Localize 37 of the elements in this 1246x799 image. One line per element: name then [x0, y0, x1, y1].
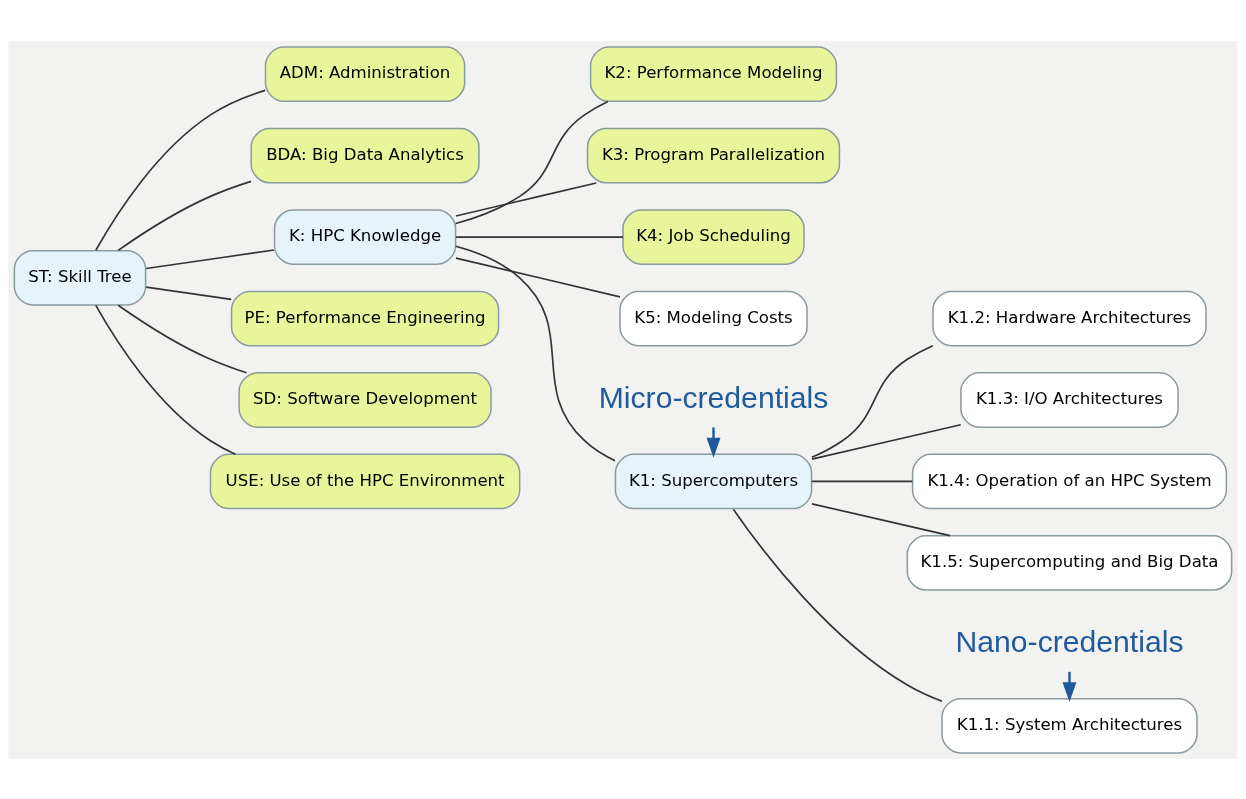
connector — [732, 507, 943, 702]
connector — [117, 180, 252, 251]
node-box: K1.1: System Architectures — [941, 697, 1198, 754]
node-box: K2: Performance Modeling — [589, 45, 838, 102]
node-box: K1: Supercomputers — [614, 453, 813, 509]
connector — [454, 244, 616, 462]
connector — [811, 480, 914, 482]
node-box: K1.2: Hardware Architectures — [932, 290, 1207, 346]
connector — [811, 344, 934, 458]
node-box: K1.3: I/O Architectures — [960, 371, 1179, 428]
node-box: K1.4: Operation of an HPC System — [911, 453, 1228, 509]
node-box: ST: Skill Tree — [13, 249, 147, 306]
node-box: K4: Job Scheduling — [622, 208, 805, 265]
connector — [117, 303, 248, 374]
arrow — [1062, 671, 1077, 702]
connector — [455, 181, 598, 217]
connector — [145, 285, 233, 300]
node-box: K5: Modeling Costs — [619, 290, 808, 346]
node-box: K3: Program Parallelization — [586, 127, 841, 184]
node-box: K1.5: Supercomputing and Big Data — [906, 534, 1233, 591]
connector — [811, 502, 951, 536]
connector — [95, 89, 267, 251]
node-text: Micro-credentials — [598, 380, 829, 414]
node-box: K: HPC Knowledge — [273, 208, 457, 265]
connector — [455, 235, 624, 238]
node-box: BDA: Big Data Analytics — [250, 127, 480, 184]
connector — [95, 304, 237, 455]
connector — [455, 256, 621, 298]
connector — [454, 100, 609, 224]
node-box: USE: Use of the HPC Environment — [209, 453, 521, 509]
node-box: ADM: Administration — [264, 45, 466, 102]
node-text: Nano-credentials — [955, 624, 1184, 658]
node-box: SD: Software Development — [238, 371, 492, 428]
arrow — [706, 426, 721, 458]
connector — [811, 423, 962, 460]
connector — [145, 248, 275, 269]
node-box: PE: Performance Engineering — [230, 290, 500, 346]
